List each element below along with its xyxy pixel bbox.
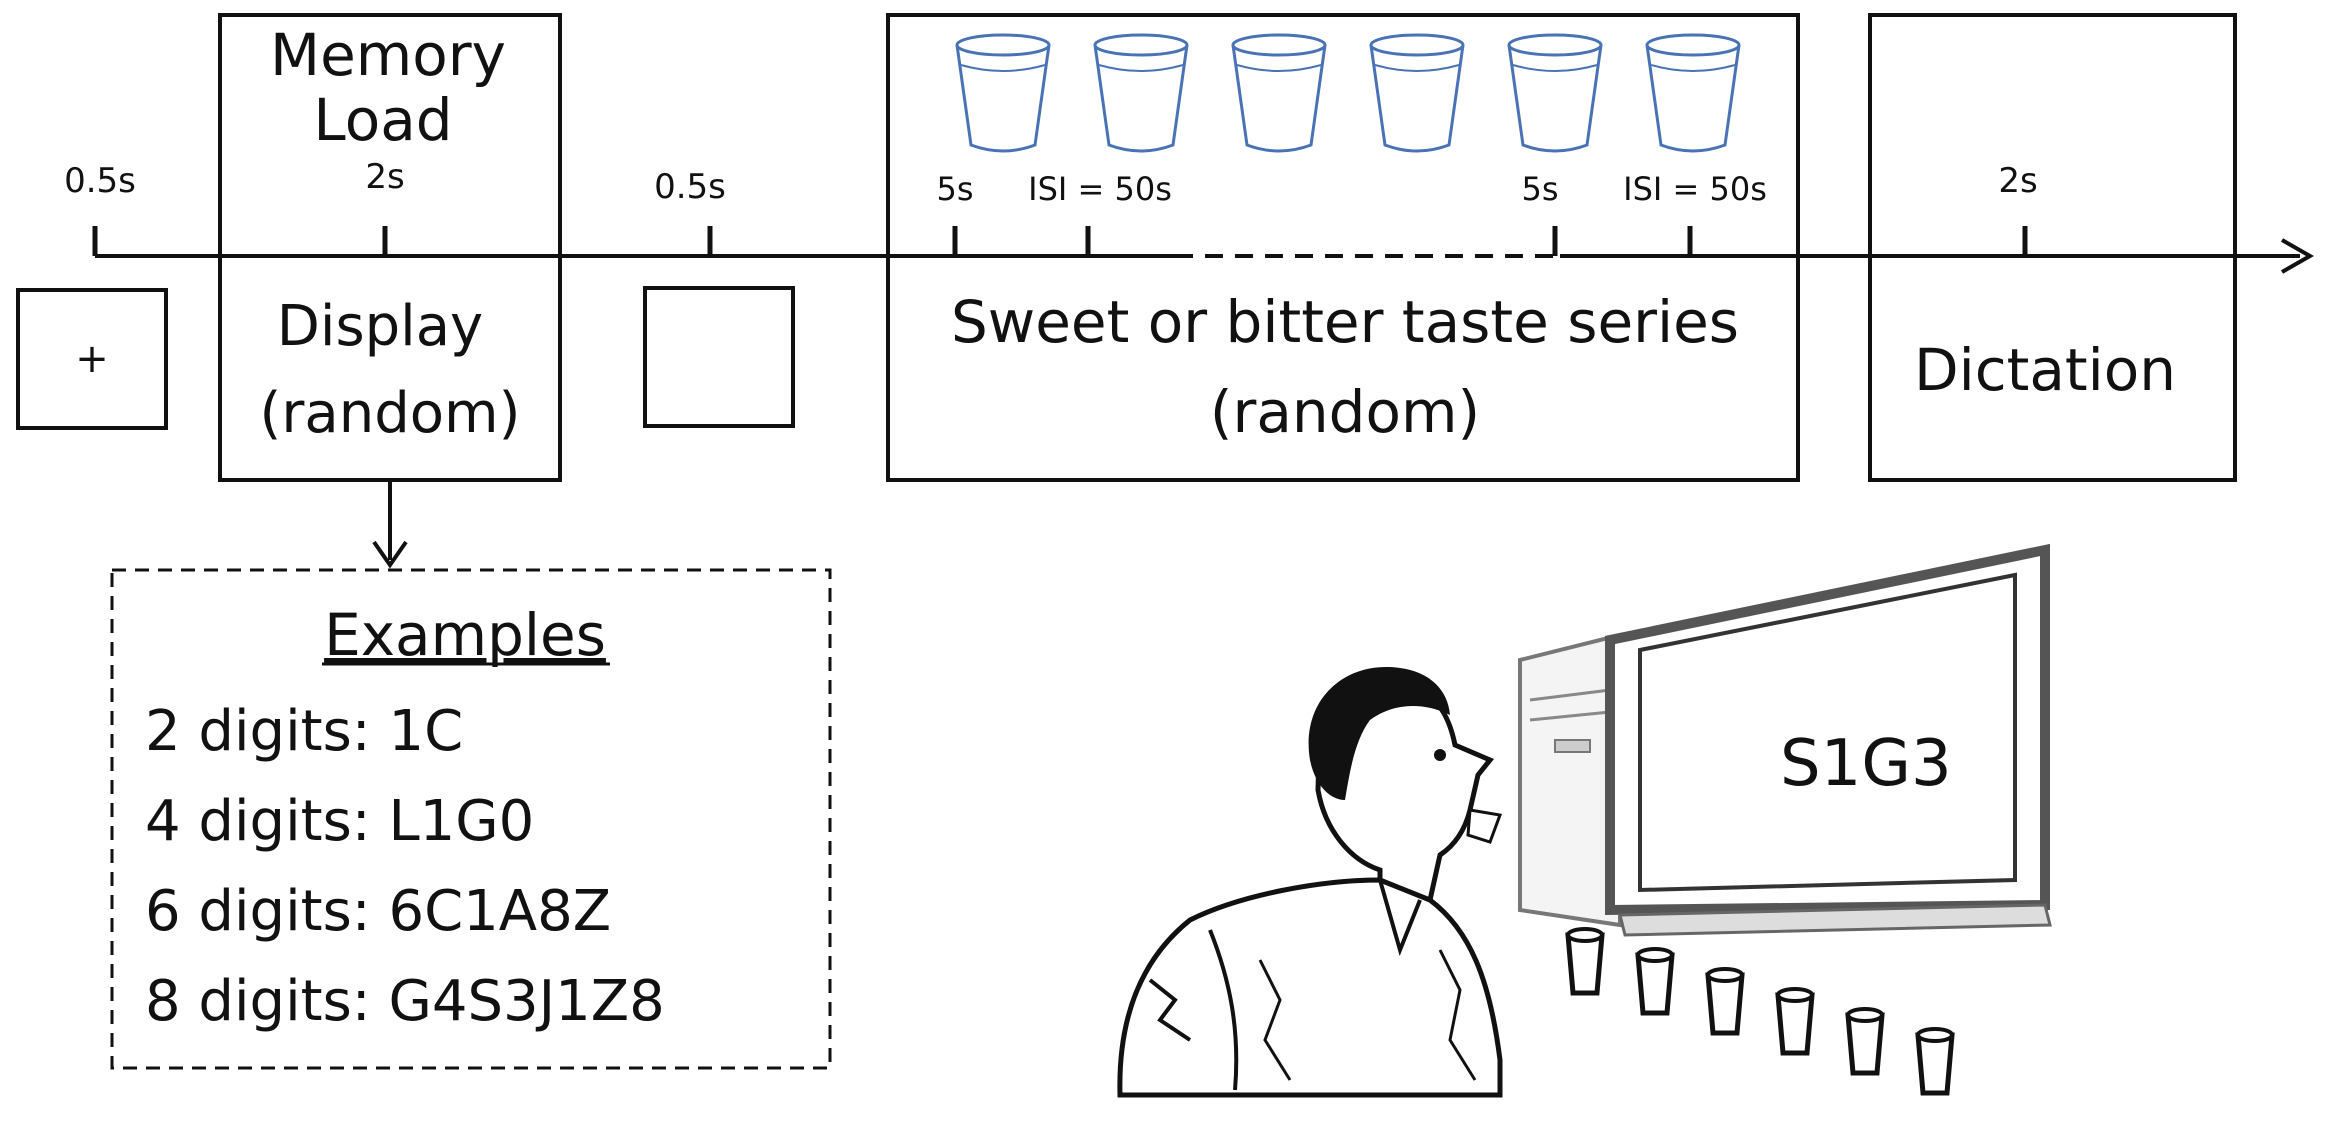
taste-cup-icon xyxy=(1645,33,1741,153)
tick-label-memory: 2s xyxy=(365,157,404,197)
memory-display-line1: Display xyxy=(277,294,483,359)
illustration-cup-icon xyxy=(1635,947,1675,1016)
fixation-cross: + xyxy=(75,336,109,382)
illustration-cup-icon xyxy=(1915,1027,1955,1096)
monitor-base xyxy=(1618,903,2052,937)
tick-label-taste-last-isi: ISI = 50s xyxy=(1623,170,1767,208)
memory-load-title-line2: Load xyxy=(313,86,452,154)
examples-title: Examples xyxy=(324,601,606,669)
example-item: 6 digits: 6C1A8Z xyxy=(145,879,611,944)
dictation-label: Dictation xyxy=(1914,336,2176,404)
tick-label-blank: 0.5s xyxy=(654,167,726,207)
example-item: 8 digits: G4S3J1Z8 xyxy=(145,969,665,1034)
taste-cup-icon xyxy=(1231,33,1327,153)
taste-cup-icon xyxy=(955,33,1051,153)
memory-display-line2: (random) xyxy=(260,381,521,446)
tick-label-taste1-isi: ISI = 50s xyxy=(1028,170,1172,208)
taste-series-line1: Sweet or bitter taste series xyxy=(951,288,1739,356)
taste-cup-icon xyxy=(1369,33,1465,153)
dictation-box xyxy=(1868,13,2237,482)
person-hair xyxy=(1308,666,1450,800)
illustration-cup-icon xyxy=(1775,987,1815,1056)
monitor-screen xyxy=(1638,572,2017,893)
taste-cup-icon xyxy=(1093,33,1189,153)
tick-label-fixation: 0.5s xyxy=(64,161,136,201)
person-tongue xyxy=(1466,808,1503,844)
taste-series-box xyxy=(886,13,1800,482)
illustration-cups xyxy=(1565,927,1955,1096)
example-item: 4 digits: L1G0 xyxy=(145,789,534,854)
tick-label-dictation: 2s xyxy=(1998,161,2037,201)
timeline-arrowhead xyxy=(2281,238,2315,274)
person-torso xyxy=(1117,877,1503,1098)
taste-series-line2: (random) xyxy=(1210,378,1480,446)
blank-box xyxy=(643,286,795,428)
illustration-cup-icon xyxy=(1705,967,1745,1036)
tick-label-taste1-duration: 5s xyxy=(936,170,973,208)
participant-illustration: S1G3 xyxy=(1117,543,2052,1098)
examples-arrowhead xyxy=(372,540,408,569)
examples-box xyxy=(110,568,832,1070)
example-item: 2 digits: 1C xyxy=(145,699,463,764)
taste-cups xyxy=(955,33,1741,153)
memory-load-title-line1: Memory xyxy=(270,21,506,89)
illustration-cup-icon xyxy=(1845,1007,1885,1076)
tick-label-taste-last-duration: 5s xyxy=(1521,170,1558,208)
monitor-screen-text: S1G3 xyxy=(1780,727,1952,801)
fixation-box xyxy=(16,288,168,430)
illustration-cup-icon xyxy=(1565,927,1605,996)
taste-cup-icon xyxy=(1507,33,1603,153)
computer-tower xyxy=(1518,632,1622,928)
